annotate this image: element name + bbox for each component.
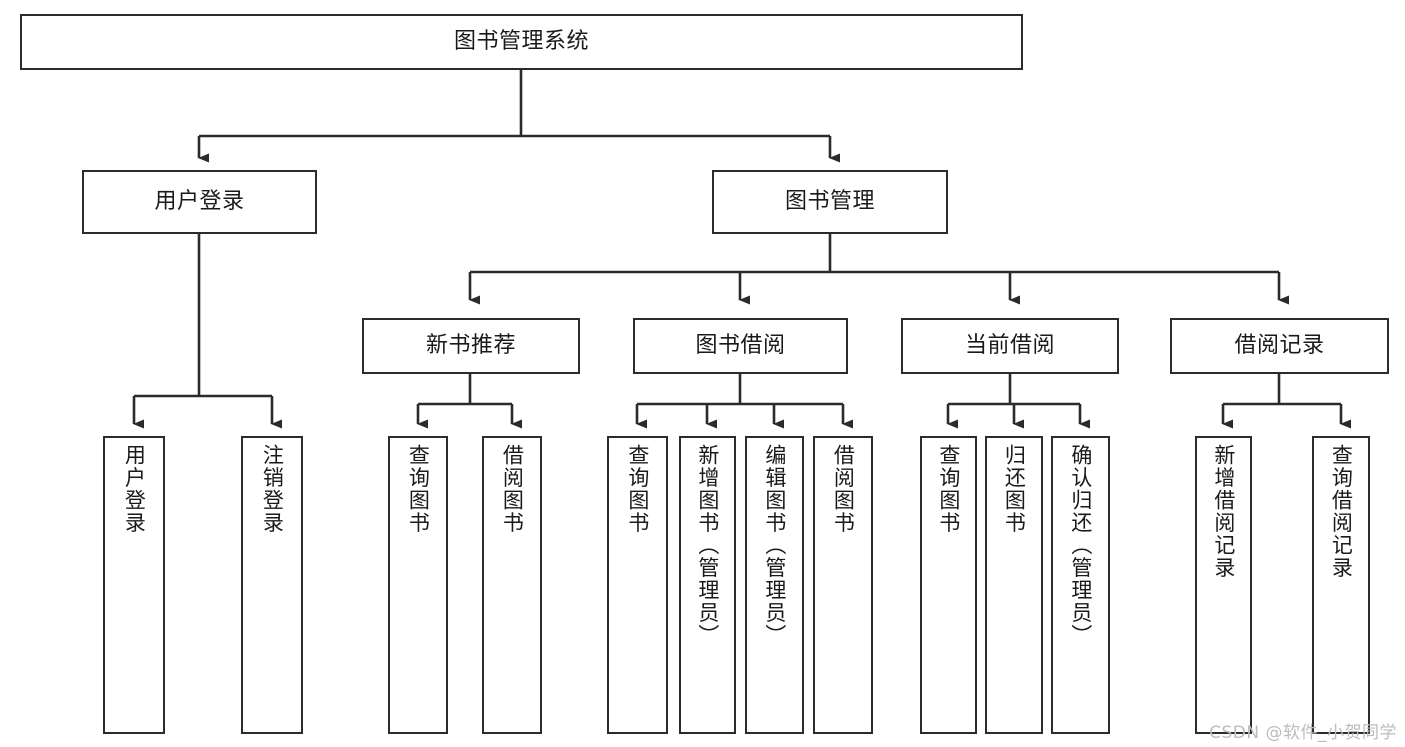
node-book-management[interactable]: 图书管理 — [712, 170, 948, 234]
node-label: 注销登录 — [260, 444, 285, 534]
node-label: 新增图书（管理员） — [695, 444, 720, 647]
node-book-borrow[interactable]: 图书借阅 — [633, 318, 848, 374]
node-user-login[interactable]: 用户登录 — [82, 170, 317, 234]
node-label: 用户登录 — [122, 444, 147, 534]
leaf-borrow-book-recommend[interactable]: 借阅图书 — [482, 436, 542, 734]
node-label: 借阅图书 — [831, 444, 856, 534]
leaf-return-book[interactable]: 归还图书 — [985, 436, 1043, 734]
node-label: 当前借阅 — [964, 333, 1055, 359]
leaf-add-borrow-record[interactable]: 新增借阅记录 — [1195, 436, 1252, 734]
node-current-borrow[interactable]: 当前借阅 — [901, 318, 1119, 374]
leaf-query-borrow-record[interactable]: 查询借阅记录 — [1312, 436, 1370, 734]
leaf-borrow-book[interactable]: 借阅图书 — [813, 436, 873, 734]
node-label: 借阅记录 — [1234, 333, 1325, 359]
node-label: 图书借阅 — [695, 333, 786, 359]
node-label: 查询图书 — [625, 444, 650, 534]
leaf-query-book-current[interactable]: 查询图书 — [920, 436, 977, 734]
node-label: 新增借阅记录 — [1211, 444, 1236, 579]
node-label: 确认归还（管理员） — [1068, 444, 1093, 647]
leaf-query-book-recommend[interactable]: 查询图书 — [388, 436, 448, 734]
leaf-user-login[interactable]: 用户登录 — [103, 436, 165, 734]
node-label: 图书管理 — [784, 189, 875, 215]
node-new-book-recommend[interactable]: 新书推荐 — [362, 318, 580, 374]
node-label: 查询借阅记录 — [1329, 444, 1354, 579]
node-borrow-records[interactable]: 借阅记录 — [1170, 318, 1389, 374]
node-label: 编辑图书（管理员） — [762, 444, 787, 647]
node-label: 借阅图书 — [500, 444, 525, 534]
leaf-edit-book-admin[interactable]: 编辑图书（管理员） — [745, 436, 804, 734]
node-label: 新书推荐 — [425, 333, 516, 359]
leaf-confirm-return-admin[interactable]: 确认归还（管理员） — [1051, 436, 1110, 734]
node-label: 用户登录 — [154, 189, 245, 215]
watermark: CSDN @软件_小贺同学 — [1209, 723, 1397, 743]
leaf-logout[interactable]: 注销登录 — [241, 436, 303, 734]
node-label: 图书管理系统 — [453, 29, 589, 55]
node-label: 归还图书 — [1002, 444, 1027, 534]
leaf-query-book-borrow[interactable]: 查询图书 — [607, 436, 668, 734]
node-label: 查询图书 — [406, 444, 431, 534]
node-label: 查询图书 — [936, 444, 961, 534]
node-root-system[interactable]: 图书管理系统 — [20, 14, 1023, 70]
leaf-add-book-admin[interactable]: 新增图书（管理员） — [679, 436, 736, 734]
